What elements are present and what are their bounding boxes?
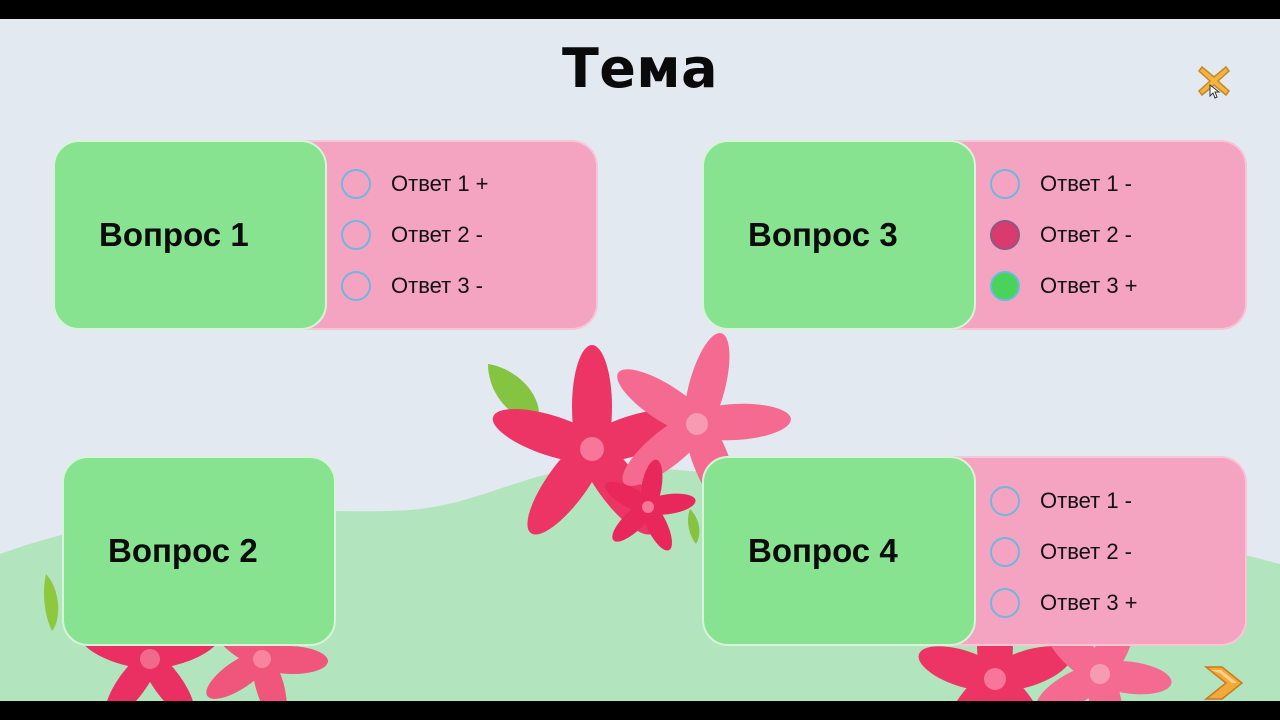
answer-option[interactable]: Ответ 3 +: [990, 588, 1138, 618]
close-x-icon: [1197, 65, 1231, 99]
answer-label: Ответ 1 +: [391, 171, 489, 196]
question-card-3: Ответ 1 - Ответ 2 - Ответ 3 + Вопрос 3: [702, 140, 1247, 330]
question-card-4: Ответ 1 - Ответ 2 - Ответ 3 + Вопрос 4: [702, 456, 1247, 646]
answer-option[interactable]: Ответ 2 -: [990, 220, 1132, 250]
question-label: Вопрос 3: [748, 216, 898, 253]
answer-option[interactable]: Ответ 1 +: [341, 169, 489, 199]
question-label: Вопрос 2: [108, 532, 258, 569]
answer-label: Ответ 1 -: [1040, 488, 1132, 513]
quiz-slide: Тема Ответ 1 + Ответ 2 - Ответ 3 - Вопро…: [0, 19, 1280, 701]
answer-label: Ответ 2 -: [391, 222, 483, 247]
chevron-right-icon: [1203, 666, 1244, 700]
answer-radio-selected-wrong[interactable]: [990, 220, 1020, 250]
answer-radio[interactable]: [990, 169, 1020, 199]
answer-radio[interactable]: [341, 169, 371, 199]
question-label: Вопрос 1: [99, 216, 249, 253]
question-button[interactable]: Вопрос 3: [702, 140, 976, 330]
answers-panel: Ответ 1 - Ответ 2 - Ответ 3 +: [952, 456, 1247, 646]
answer-option[interactable]: Ответ 3 -: [341, 271, 483, 301]
answer-option[interactable]: Ответ 2 -: [341, 220, 483, 250]
answers-panel: Ответ 1 - Ответ 2 - Ответ 3 +: [952, 140, 1247, 330]
answer-option[interactable]: Ответ 3 +: [990, 271, 1138, 301]
answer-label: Ответ 3 -: [391, 273, 483, 298]
question-card-1: Ответ 1 + Ответ 2 - Ответ 3 - Вопрос 1: [53, 140, 598, 330]
answer-radio[interactable]: [341, 220, 371, 250]
answer-radio[interactable]: [990, 486, 1020, 516]
answer-radio[interactable]: [990, 588, 1020, 618]
answer-option[interactable]: Ответ 1 -: [990, 169, 1132, 199]
flower-right: [918, 599, 1172, 701]
question-button[interactable]: Вопрос 2: [62, 456, 336, 646]
question-button[interactable]: Вопрос 1: [53, 140, 327, 330]
next-button[interactable]: [1202, 663, 1250, 701]
answer-radio[interactable]: [341, 271, 371, 301]
close-button[interactable]: [1196, 63, 1232, 99]
answers-panel: Ответ 1 + Ответ 2 - Ответ 3 -: [303, 140, 598, 330]
answer-label: Ответ 3 +: [1040, 273, 1138, 298]
answer-radio[interactable]: [990, 537, 1020, 567]
answer-label: Ответ 2 -: [1040, 539, 1132, 564]
answer-radio-selected-right[interactable]: [990, 271, 1020, 301]
answer-option[interactable]: Ответ 1 -: [990, 486, 1132, 516]
answer-option[interactable]: Ответ 2 -: [990, 537, 1132, 567]
answer-label: Ответ 2 -: [1040, 222, 1132, 247]
question-card-2: Вопрос 2: [62, 456, 336, 646]
answer-label: Ответ 1 -: [1040, 171, 1132, 196]
answer-label: Ответ 3 +: [1040, 590, 1138, 615]
page-title: Тема: [561, 37, 719, 100]
question-button[interactable]: Вопрос 4: [702, 456, 976, 646]
question-label: Вопрос 4: [748, 532, 898, 569]
